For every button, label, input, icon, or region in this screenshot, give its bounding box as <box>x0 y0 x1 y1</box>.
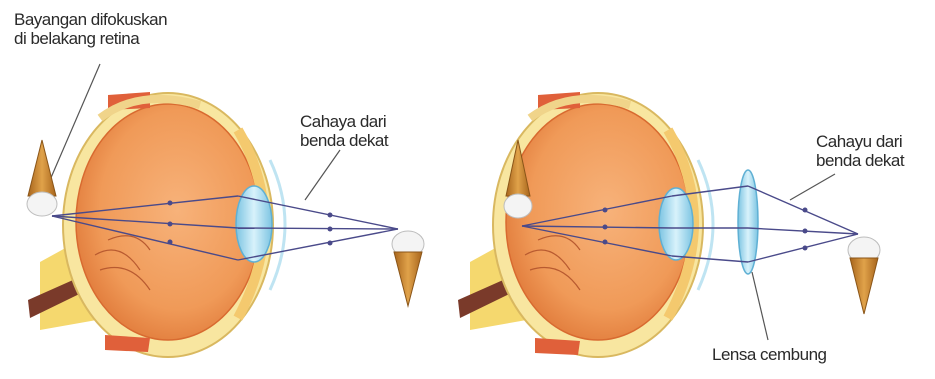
left-light-leader <box>305 150 340 200</box>
retina-label-line2: di belakang retina <box>14 29 167 48</box>
retina-focus-label: Bayangan difokuskan di belakang retina <box>14 10 167 48</box>
convex-lens-label-text: Lensa cembung <box>712 345 826 364</box>
left-eye <box>28 92 285 357</box>
near-light-left-line2: benda dekat <box>300 131 388 150</box>
convex-lens-label: Lensa cembung <box>712 345 826 364</box>
right-light-leader <box>790 174 835 200</box>
ice-cream-cone-icon <box>848 237 880 314</box>
near-light-right-line2: benda dekat <box>816 151 904 170</box>
ice-cream-cone-icon <box>392 231 424 306</box>
convex-lens-leader <box>752 272 768 340</box>
right-lens <box>659 188 693 260</box>
convex-lens <box>738 170 758 274</box>
right-eye <box>458 92 713 357</box>
near-light-left-line1: Cahaya dari <box>300 112 388 131</box>
near-light-label-left: Cahaya dari benda dekat <box>300 112 388 150</box>
retina-label-line1: Bayangan difokuskan <box>14 10 167 29</box>
near-light-right-line1: Cahayu dari <box>816 132 904 151</box>
ice-cream-cone-icon <box>27 140 57 216</box>
near-light-label-right: Cahayu dari benda dekat <box>816 132 904 170</box>
left-eyeball <box>76 104 260 340</box>
